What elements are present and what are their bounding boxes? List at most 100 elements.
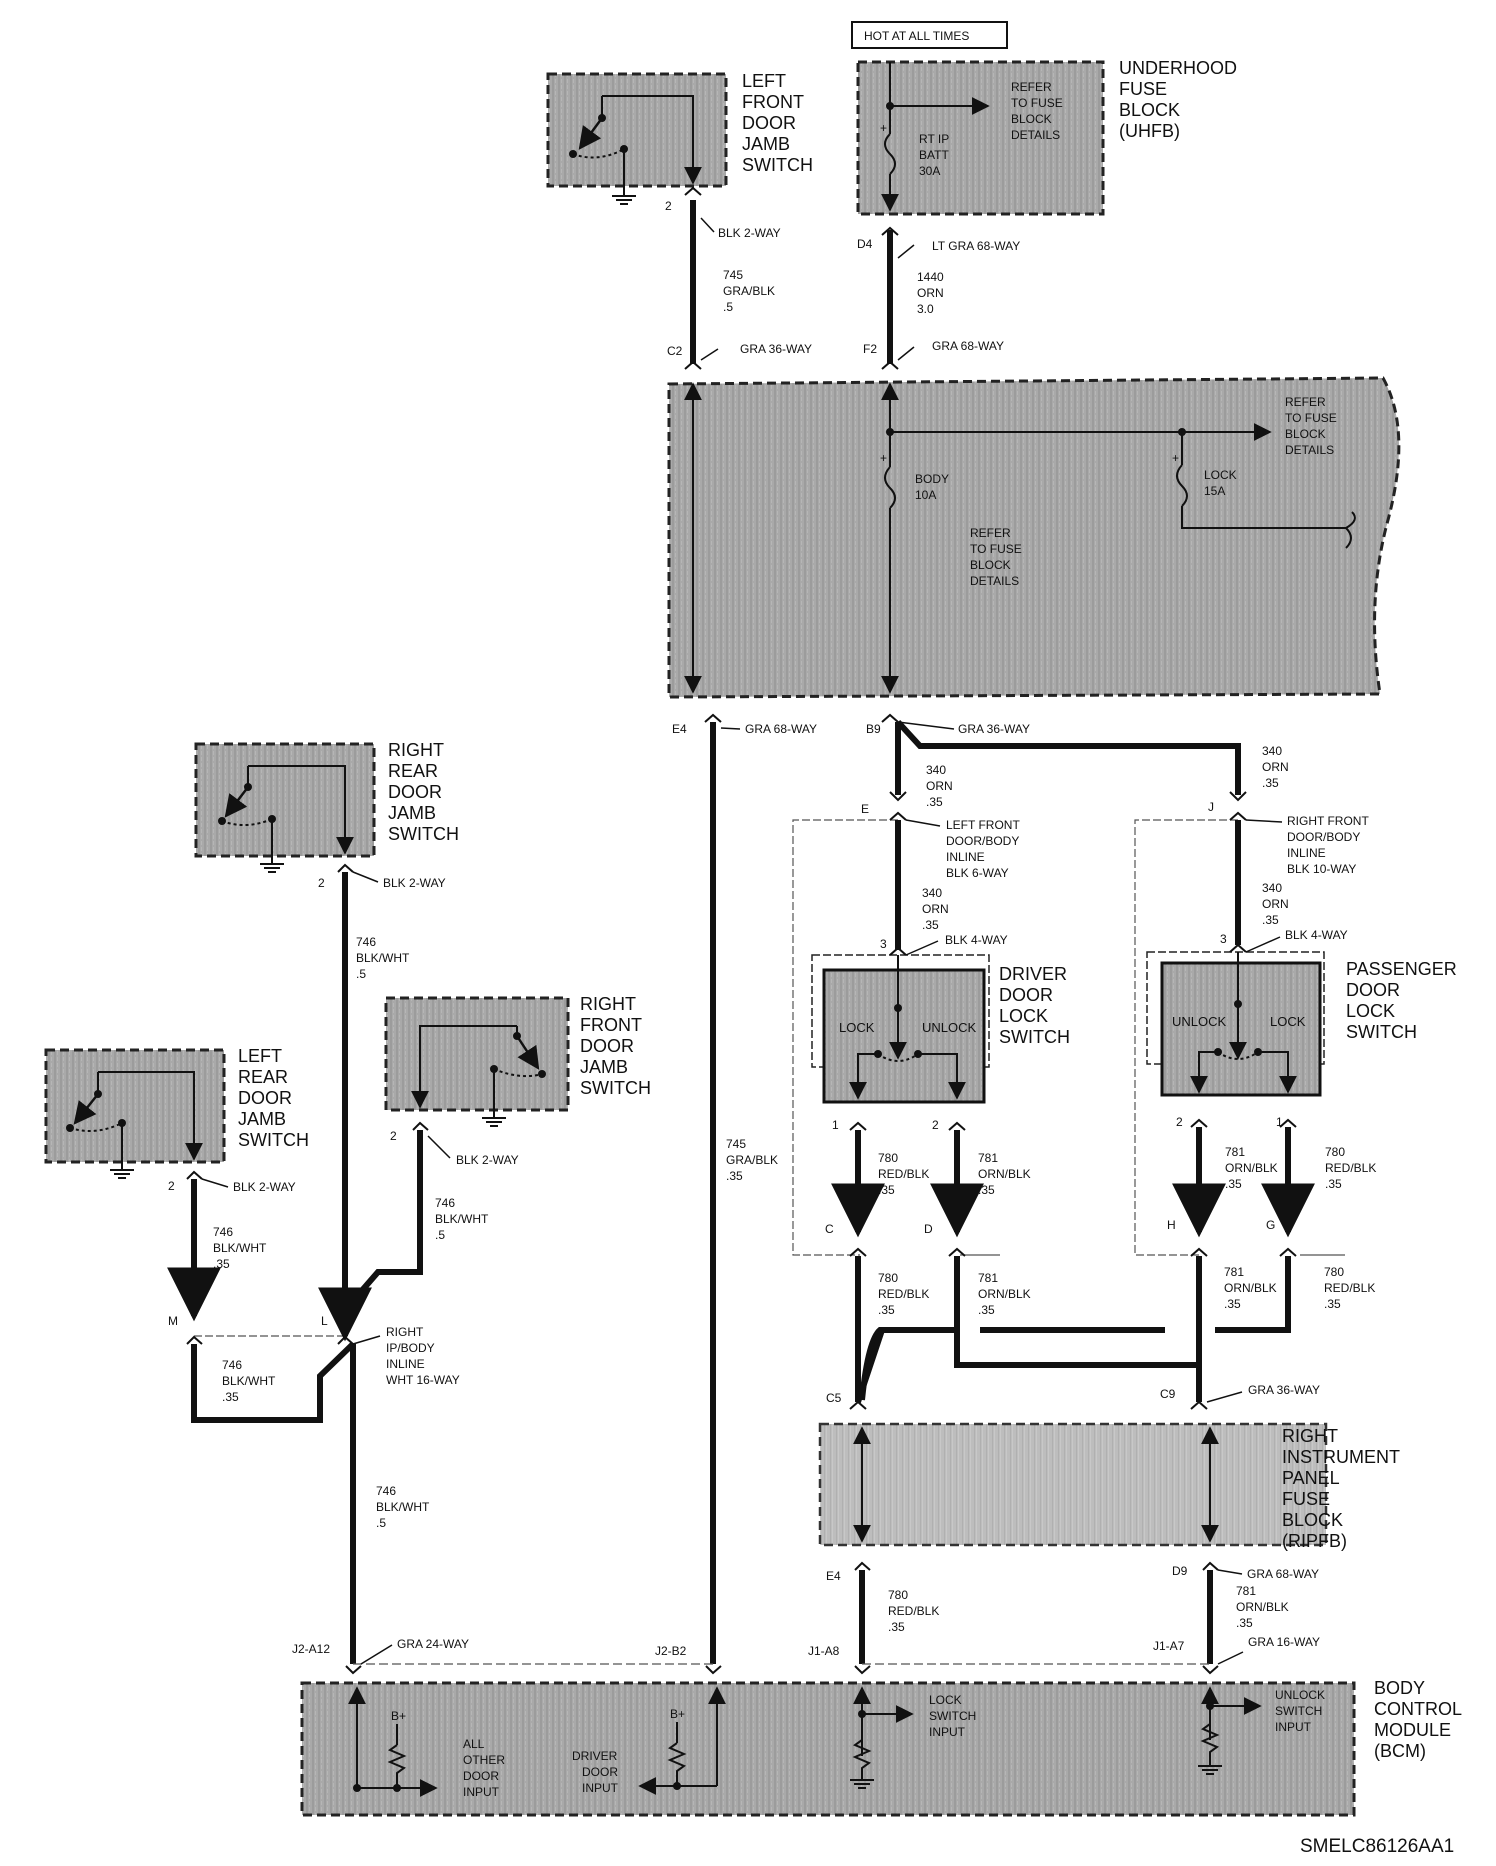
bcm-input-label: LOCK xyxy=(929,1693,962,1707)
component-label: DOOR xyxy=(999,985,1053,1005)
component-label: (RIPFB) xyxy=(1282,1531,1347,1551)
component-label: BLOCK xyxy=(1282,1510,1343,1530)
pin-label: D4 xyxy=(857,237,873,251)
wire-label: BLK/WHT xyxy=(376,1500,430,1514)
component-label: LOCK xyxy=(999,1006,1048,1026)
connector-label: BLK 2-WAY xyxy=(456,1153,519,1167)
pin-label: G xyxy=(1266,1218,1275,1232)
pin-label: J1-A8 xyxy=(808,1644,840,1658)
refer-note: BLOCK xyxy=(1285,427,1326,441)
component-label: JAMB xyxy=(388,803,436,823)
wire-label: 340 xyxy=(926,763,946,777)
wire-label: .35 xyxy=(1262,913,1279,927)
wire-label: 746 xyxy=(435,1196,455,1210)
ground-icon xyxy=(850,1779,874,1789)
pin-label: 2 xyxy=(168,1179,175,1193)
bcm-input-label: DOOR xyxy=(463,1769,499,1783)
component-label: SWITCH xyxy=(1346,1022,1417,1042)
right-ip-body-inline: M L RIGHT IP/BODY INLINE WHT 16-WAY 746 … xyxy=(168,1287,460,1664)
component-label: SWITCH xyxy=(388,824,459,844)
wire-label: 3.0 xyxy=(917,302,934,316)
wire-label: 340 xyxy=(1262,881,1282,895)
pin-label: C5 xyxy=(826,1391,842,1405)
refer-note: BLOCK xyxy=(1011,112,1052,126)
pin-label: 2 xyxy=(318,876,325,890)
ripfb-to-bcm-wires: E4 D9 GRA 68-WAY 780 RED/BLK .35 781 ORN… xyxy=(808,1561,1320,1675)
wire-label: ORN/BLK xyxy=(978,1287,1031,1301)
component-label: DOOR xyxy=(238,1088,292,1108)
wire-label: BLK/WHT xyxy=(222,1374,276,1388)
pin-label: D xyxy=(924,1222,933,1236)
pin-label: 1 xyxy=(832,1118,839,1132)
bcm-connectors: J2-A12 GRA 24-WAY J2-B2 xyxy=(292,1637,1210,1675)
wire-label: 781 xyxy=(978,1151,998,1165)
pin-label: J xyxy=(1208,800,1214,814)
fuse-label: BODY xyxy=(915,472,949,486)
fuse-icon xyxy=(1176,464,1188,507)
pin-label: 3 xyxy=(880,937,887,951)
component-label: RIGHT xyxy=(388,740,444,760)
refer-note: REFER xyxy=(1011,80,1052,94)
connector-label: BLK 2-WAY xyxy=(383,876,446,890)
fuse-label: BATT xyxy=(919,148,949,162)
svg-text:+: + xyxy=(1172,451,1179,465)
wire-label: BLK/WHT xyxy=(356,951,410,965)
wire-label: 340 xyxy=(1262,744,1282,758)
pin-label: D9 xyxy=(1172,1564,1188,1578)
pin-label: J2-A12 xyxy=(292,1642,330,1656)
wire-label: .35 xyxy=(726,1169,743,1183)
component-label: REAR xyxy=(388,761,438,781)
bcm-input-label: ALL xyxy=(463,1737,485,1751)
connector-label: IP/BODY xyxy=(386,1341,435,1355)
connector-label: GRA 16-WAY xyxy=(1248,1635,1320,1649)
wire-label: 780 xyxy=(878,1151,898,1165)
driver-door-lock-switch: 3 BLK 4-WAY LOCK UNLOCK DRIVER DOOR LOCK… xyxy=(811,933,1070,1104)
component-label: PANEL xyxy=(1282,1468,1340,1488)
wire-label: RED/BLK xyxy=(1324,1281,1375,1295)
right-front-door-jamb-switch: RIGHT FRONT DOOR JAMB SWITCH 2 BLK 2-WAY… xyxy=(342,994,651,1312)
wire-label: .35 xyxy=(888,1620,905,1634)
fuse-icon xyxy=(884,466,896,509)
refer-note: REFER xyxy=(970,526,1011,540)
component-label: LEFT xyxy=(238,1046,282,1066)
pin-label: F2 xyxy=(863,342,877,356)
wire-label: ORN/BLK xyxy=(1225,1161,1278,1175)
connector-label: INLINE xyxy=(946,850,985,864)
pin-label: H xyxy=(1167,1218,1176,1232)
hot-at-all-times-label: HOT AT ALL TIMES xyxy=(864,29,969,43)
right-instrument-panel-fuse-block: RIGHT INSTRUMENT PANEL FUSE BLOCK (RIPFB… xyxy=(818,1422,1400,1551)
wire-label: 1440 xyxy=(917,270,944,284)
wire-label: .35 xyxy=(878,1183,895,1197)
wire-label: .5 xyxy=(376,1516,386,1530)
bcm-input-label: INPUT xyxy=(1275,1720,1312,1734)
wire-label: 780 xyxy=(1325,1145,1345,1159)
component-label: DOOR xyxy=(1346,980,1400,1000)
wire-label: 745 xyxy=(726,1137,746,1151)
component-label: REAR xyxy=(238,1067,288,1087)
fuse-label: 30A xyxy=(919,164,940,178)
pin-label: C xyxy=(825,1222,834,1236)
wire-label: RED/BLK xyxy=(878,1167,929,1181)
switch-position-label: LOCK xyxy=(1270,1014,1306,1029)
resistor-icon xyxy=(387,1744,407,1788)
resistor-icon xyxy=(1200,1723,1220,1766)
bcm-input-label: UNLOCK xyxy=(1275,1688,1325,1702)
component-label: (BCM) xyxy=(1374,1741,1426,1761)
component-label: DOOR xyxy=(580,1036,634,1056)
connector-label: GRA 36-WAY xyxy=(958,722,1030,736)
door-inline-connector-outlines: E LEFT FRONT DOOR/BODY INLINE BLK 6-WAY … xyxy=(792,800,1369,1256)
connector-label: DOOR/BODY xyxy=(946,834,1019,848)
pin-label: 2 xyxy=(665,199,672,213)
refer-note: BLOCK xyxy=(970,558,1011,572)
resistor-icon xyxy=(667,1742,687,1786)
wire-label: 780 xyxy=(888,1588,908,1602)
ground-icon xyxy=(482,1110,506,1127)
fuse-icon xyxy=(884,133,896,175)
component-label: FRONT xyxy=(580,1015,642,1035)
component-label: JAMB xyxy=(238,1109,286,1129)
component-label: LEFT xyxy=(742,71,786,91)
component-label: SWITCH xyxy=(999,1027,1070,1047)
wire-label: BLK/WHT xyxy=(213,1241,267,1255)
wire-label: .35 xyxy=(978,1303,995,1317)
wire-label: .35 xyxy=(1225,1177,1242,1191)
